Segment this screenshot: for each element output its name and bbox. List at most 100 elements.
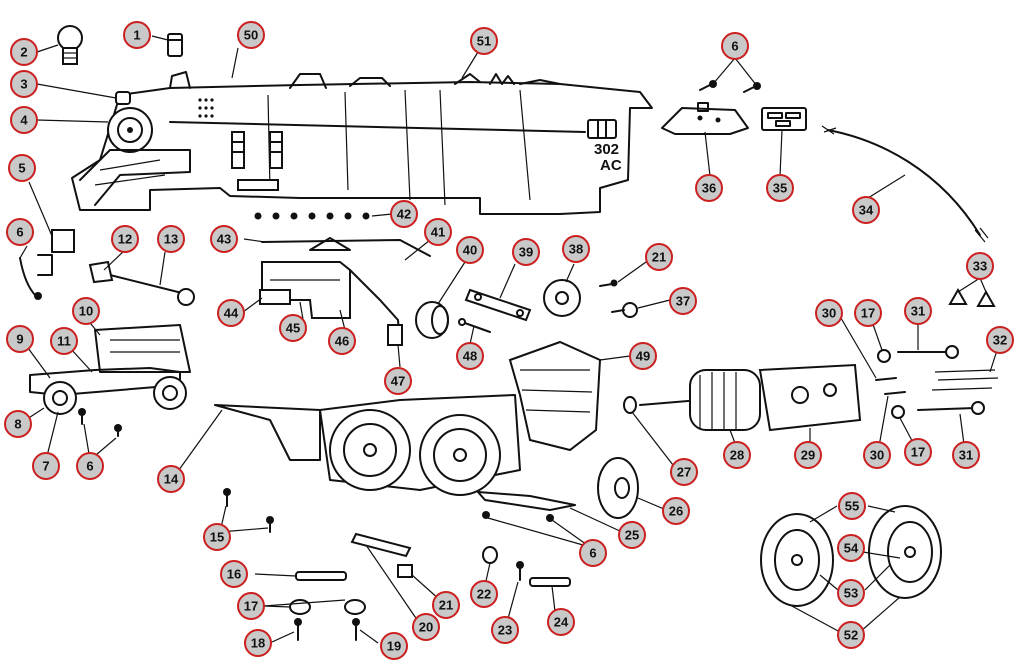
svg-text:12: 12 — [118, 232, 132, 247]
svg-text:11: 11 — [57, 334, 71, 349]
pilot-truck-assembly — [29, 324, 191, 437]
part-label-11: 11 — [50, 327, 78, 355]
svg-text:34: 34 — [859, 203, 874, 218]
svg-text:25: 25 — [625, 528, 639, 543]
part-label-28: 28 — [723, 441, 751, 469]
motor-chassis-frame — [214, 340, 602, 496]
part-label-8: 8 — [4, 410, 32, 438]
svg-text:2: 2 — [20, 45, 27, 60]
drive-wheel-loose — [597, 457, 639, 519]
svg-text:55: 55 — [845, 499, 859, 514]
svg-text:42: 42 — [397, 207, 411, 222]
part-label-3: 3 — [10, 70, 38, 98]
svg-text:47: 47 — [391, 374, 405, 389]
part-label-13: 13 — [157, 225, 185, 253]
link-bar — [464, 288, 532, 322]
svg-text:23: 23 — [498, 623, 512, 638]
bracket-plate — [661, 102, 749, 135]
svg-text:6: 6 — [731, 39, 738, 54]
locomotive-boiler-shell: 302 AC — [71, 71, 653, 215]
part-label-55: 55 — [838, 492, 866, 520]
part-label-6-bottom-left: 6 — [76, 452, 104, 480]
small-screws-mid — [599, 279, 638, 318]
cab-suffix-text: AC — [600, 157, 622, 174]
svg-text:17: 17 — [911, 445, 925, 460]
part-label-1: 1 — [123, 21, 151, 49]
svg-text:19: 19 — [387, 639, 401, 654]
gear-part — [543, 279, 581, 317]
svg-text:6: 6 — [86, 459, 93, 474]
part-label-43: 43 — [210, 225, 238, 253]
svg-text:21: 21 — [652, 250, 666, 265]
part-label-9: 9 — [6, 325, 34, 353]
part-label-29: 29 — [794, 441, 822, 469]
svg-text:20: 20 — [419, 620, 433, 635]
part-label-39: 39 — [512, 238, 540, 266]
part-label-30-upper: 30 — [815, 299, 843, 327]
part-label-19: 19 — [380, 632, 408, 660]
wire-lead — [821, 125, 989, 243]
part-label-27: 27 — [670, 458, 698, 486]
reversing-unit-assembly — [259, 237, 431, 346]
svg-text:4: 4 — [20, 113, 28, 128]
pin-part — [458, 318, 491, 333]
svg-text:31: 31 — [959, 448, 973, 463]
brush-plate — [477, 491, 576, 522]
part-label-45: 45 — [279, 314, 307, 342]
svg-text:22: 22 — [477, 587, 491, 602]
part-label-34: 34 — [852, 196, 880, 224]
part-label-30-lower: 30 — [863, 441, 891, 469]
svg-text:32: 32 — [993, 333, 1007, 348]
svg-text:48: 48 — [463, 349, 477, 364]
svg-text:8: 8 — [14, 417, 21, 432]
part-label-2: 2 — [10, 38, 38, 66]
part-label-33: 33 — [966, 252, 994, 280]
part-label-53: 53 — [837, 579, 865, 607]
svg-text:50: 50 — [244, 28, 258, 43]
part-label-32: 32 — [986, 326, 1014, 354]
part-label-21-lower: 21 — [432, 591, 460, 619]
svg-text:1: 1 — [133, 28, 140, 43]
contact-plate — [761, 107, 807, 131]
part-label-18: 18 — [244, 629, 272, 657]
wheel-pair-assembly — [760, 505, 942, 607]
svg-text:36: 36 — [702, 181, 716, 196]
lamp-socket — [19, 229, 75, 300]
part-label-40: 40 — [456, 236, 484, 264]
motor-field-frame — [758, 363, 862, 432]
svg-text:7: 7 — [42, 459, 49, 474]
svg-text:41: 41 — [431, 225, 445, 240]
motor-hardware-right — [875, 345, 999, 419]
part-label-44: 44 — [217, 299, 245, 327]
svg-text:15: 15 — [210, 530, 224, 545]
part-label-20: 20 — [412, 613, 440, 641]
part-label-12: 12 — [111, 225, 139, 253]
svg-text:38: 38 — [569, 242, 583, 257]
svg-text:6: 6 — [16, 225, 23, 240]
svg-text:14: 14 — [164, 472, 179, 487]
truck-screws — [254, 212, 370, 220]
part-label-16: 16 — [220, 560, 248, 588]
svg-text:17: 17 — [861, 306, 875, 321]
part-label-41: 41 — [424, 218, 452, 246]
part-label-14: 14 — [157, 465, 185, 493]
svg-text:27: 27 — [677, 465, 691, 480]
svg-text:18: 18 — [251, 636, 265, 651]
part-label-6-bottom-center: 6 — [579, 539, 607, 567]
part-label-54: 54 — [837, 534, 865, 562]
part-label-38: 38 — [562, 235, 590, 263]
brush-pair — [948, 287, 996, 307]
svg-text:9: 9 — [16, 332, 23, 347]
svg-text:3: 3 — [20, 77, 27, 92]
part-label-23: 23 — [491, 616, 519, 644]
part-label-25: 25 — [618, 521, 646, 549]
svg-text:45: 45 — [286, 321, 300, 336]
part-label-4: 4 — [10, 106, 38, 134]
svg-text:52: 52 — [844, 628, 858, 643]
part-label-31-upper: 31 — [904, 297, 932, 325]
part-label-31-lower: 31 — [952, 441, 980, 469]
part-label-17-lower: 17 — [904, 438, 932, 466]
part-label-6-left: 6 — [6, 218, 34, 246]
svg-text:54: 54 — [844, 541, 859, 556]
